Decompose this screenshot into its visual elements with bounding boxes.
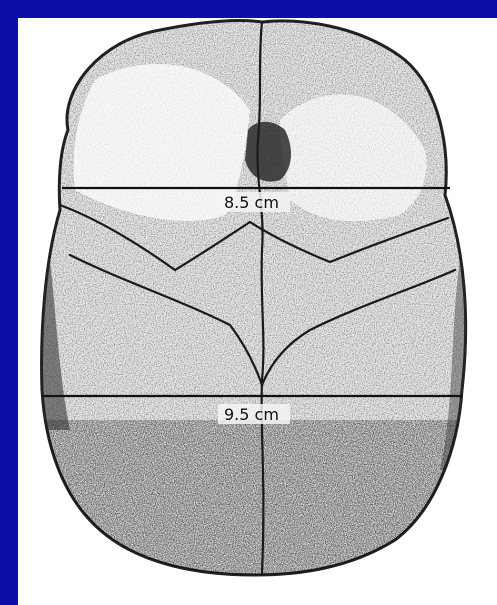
lower-measure-label: 9.5 cm	[224, 405, 279, 424]
fontanelle-mark	[245, 122, 291, 182]
upper-measure-label: 8.5 cm	[224, 193, 279, 212]
